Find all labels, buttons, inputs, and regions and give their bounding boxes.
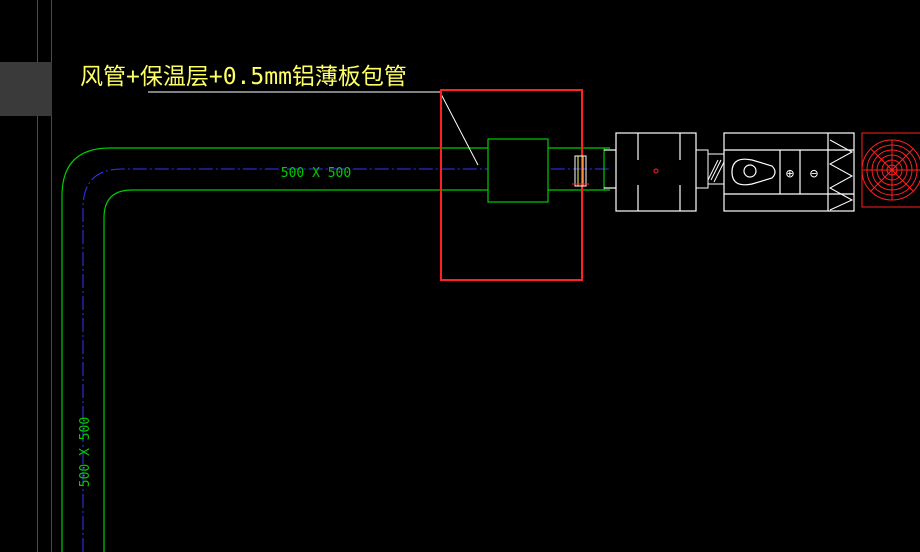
annotation-text[interactable]: 风管+保温层+0.5mm铝薄板包管 bbox=[80, 64, 407, 90]
duct-centerline bbox=[82, 168, 610, 552]
fan-box[interactable] bbox=[723, 132, 855, 212]
duct-insulation-fitting[interactable] bbox=[487, 138, 549, 203]
viewport-border-inner bbox=[51, 0, 52, 552]
fan-blades-zigzag bbox=[828, 139, 854, 211]
plus-terminal-icon: ⊕ bbox=[786, 166, 795, 182]
silencer-center-point bbox=[653, 168, 659, 174]
air-duct[interactable] bbox=[61, 147, 610, 552]
fan-grille-icon[interactable] bbox=[861, 132, 920, 208]
viewport-border-left bbox=[37, 0, 38, 552]
highlight-box[interactable] bbox=[440, 89, 583, 281]
duct-inner-edge bbox=[103, 189, 610, 552]
silencer-box[interactable] bbox=[604, 132, 697, 212]
duct-vertical-size-label: 500 X 500 bbox=[78, 417, 93, 487]
duct-horizontal-size-label: 500 X 500 bbox=[281, 166, 351, 181]
flexible-connector-icon[interactable] bbox=[572, 155, 589, 187]
duct-outer-edge bbox=[61, 147, 610, 552]
connector-with-hatch[interactable] bbox=[695, 149, 725, 189]
cad-toolbar-stub[interactable] bbox=[0, 62, 52, 116]
minus-terminal-icon: ⊖ bbox=[810, 166, 819, 182]
annotation-leader-line bbox=[148, 91, 479, 166]
